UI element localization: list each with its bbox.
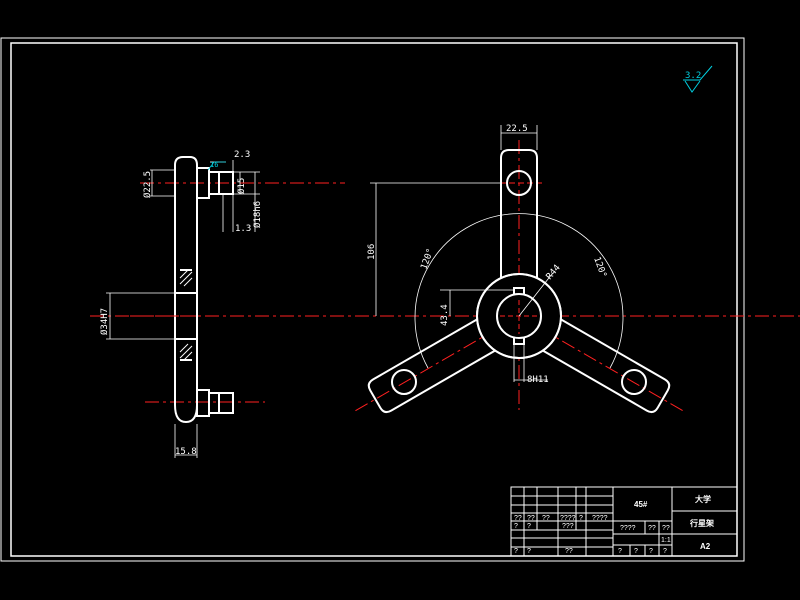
dim-keyway: 8H11: [527, 375, 549, 385]
dim-top-width: 2.3: [234, 150, 250, 160]
grid-r1-c1: ??: [514, 515, 522, 522]
grid-r1-c2: ??: [527, 515, 535, 522]
grid-r1-c6: ????: [592, 515, 608, 522]
dim-arm-width: 22.5: [506, 124, 528, 134]
dim-small-dia: Ø15: [236, 178, 247, 194]
part-name: 行星架: [689, 518, 714, 528]
front-view: 22.5 106 43.4 R44 120° 120° 8H11: [130, 124, 800, 414]
dim-hub-offset: 43.4: [440, 304, 450, 326]
dim-angle-left: 120°: [419, 247, 436, 271]
dim-radius: R44: [545, 263, 563, 282]
grid-r3-c3: ??: [565, 548, 573, 555]
info-r2-c1: ?: [618, 548, 622, 555]
dim-fit-dia: Ø18h6: [252, 201, 263, 228]
grid-r3-c2: ?: [527, 548, 531, 555]
info-r2-c4: ?: [663, 548, 667, 555]
info-r1-c1: ????: [620, 525, 636, 532]
grid-r2-c2: ?: [527, 523, 531, 530]
grid-r2-c1: ?: [514, 523, 518, 530]
info-r2-c2: ?: [634, 548, 638, 555]
info-r1-c3: ??: [662, 525, 670, 532]
grid-r2-c3: ???: [562, 523, 574, 530]
grid-r1-c4: ????: [560, 515, 576, 522]
school: 大学: [695, 494, 711, 504]
grid-r1-c5: ?: [579, 515, 583, 522]
material: 45#: [634, 500, 648, 509]
side-view: Ø22.5 2.3 16 Ø15 Ø18h6 1.3 Ø34H7 15.8: [90, 150, 345, 458]
info-r2-c3: ?: [649, 548, 653, 555]
dim-bottom-width: 15.8: [175, 447, 197, 457]
dim-arm-length: 106: [367, 244, 377, 260]
surface-finish-symbol: 3.2: [683, 65, 713, 93]
dim-chamfer: 1.3: [235, 224, 251, 234]
sheet-size: A2: [700, 542, 711, 551]
grid-r1-c3: ??: [542, 515, 550, 522]
grid-r3-c1: ?: [514, 548, 518, 555]
inner-frame: [10, 42, 738, 557]
surface-finish-value: 3.2: [685, 71, 701, 81]
dim-top-dia: Ø22.5: [142, 171, 153, 198]
info-r1-c2: ??: [648, 525, 656, 532]
title-block: ?? ?? ?? ???? ? ???? ? ? ??? ? ? ?? 45# …: [510, 486, 738, 557]
scale: 1:1: [661, 537, 671, 544]
dim-roughness: 16: [210, 161, 218, 169]
outer-frame: [0, 37, 745, 562]
dim-bore-dia: Ø34H7: [99, 308, 110, 335]
